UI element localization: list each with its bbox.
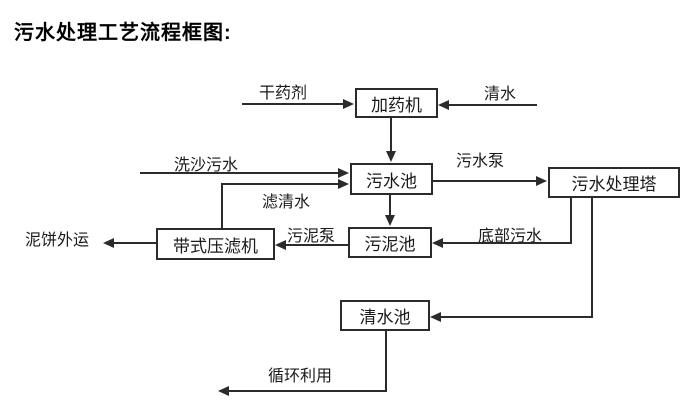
- node-clear-water-pool: 清水池: [340, 300, 430, 331]
- arrowhead-recycle-out: [218, 386, 229, 396]
- label-filtered-water: 滤清水: [261, 194, 311, 211]
- connector-bottom-sewage-vertical: [570, 198, 572, 244]
- node-sewage-pool-label: 污水池: [366, 171, 417, 191]
- arrowhead-into-sewage-pool-top: [386, 151, 396, 162]
- arrowhead-mud-cake-out: [103, 238, 114, 248]
- connector-dosing-to-sewage-line: [390, 118, 392, 153]
- node-belt-filter-press: 带式压滤机: [156, 228, 275, 260]
- label-sand-washing-sewage: 洗沙污水: [173, 157, 239, 174]
- label-sludge-pump: 污泥泵: [286, 228, 336, 245]
- connector-filtered-water-vertical: [221, 184, 223, 228]
- connector-tower-to-clear-pool-vertical: [591, 198, 593, 318]
- node-sludge-pool-label: 污泥池: [364, 235, 416, 254]
- node-sewage-pool: 污水池: [350, 163, 433, 195]
- arrowhead-filtered-water-into-sewage-pool: [338, 179, 349, 189]
- connector-sand-washing-line: [140, 172, 340, 174]
- arrowhead-into-sludge-pool-top: [385, 215, 395, 226]
- connector-sewage-to-sludge-line: [389, 195, 391, 217]
- arrowhead-sand-washing-into-sewage-pool: [338, 168, 349, 178]
- label-clear-water: 清水: [483, 86, 517, 103]
- label-mud-cake-out: 泥饼外运: [24, 232, 90, 249]
- node-belt-filter-press-label: 带式压滤机: [173, 236, 258, 256]
- node-dosing-machine-label: 加药机: [371, 95, 422, 115]
- connector-filtered-water-horizontal: [221, 183, 340, 185]
- connector-bottom-sewage-horizontal: [442, 242, 572, 244]
- label-sewage-pump: 污水泵: [455, 153, 505, 170]
- page-title: 污水处理工艺流程框图:: [14, 22, 232, 44]
- connector-dry-agent-line: [242, 103, 345, 105]
- connector-mud-cake-line: [113, 242, 156, 244]
- label-bottom-sewage: 底部污水: [477, 228, 543, 245]
- connector-sewage-pump-line: [433, 180, 538, 182]
- label-dry-agent: 干药剂: [258, 85, 308, 102]
- arrowhead-into-clear-water-pool: [430, 312, 441, 322]
- connector-recycle-vertical: [385, 331, 387, 391]
- node-sludge-pool: 污泥池: [348, 227, 432, 258]
- label-recycle: 循环利用: [267, 368, 333, 385]
- node-treatment-tower: 污水处理塔: [548, 167, 680, 198]
- connector-clear-water-line: [448, 104, 537, 106]
- node-dosing-machine: 加药机: [355, 88, 438, 118]
- arrowhead-dry-agent-into-dosing-machine: [343, 99, 354, 109]
- node-clear-water-pool-label: 清水池: [359, 308, 411, 327]
- arrowhead-into-belt-filter-press: [275, 240, 286, 250]
- arrowhead-clear-water-into-dosing-machine: [438, 100, 449, 110]
- connector-recycle-horizontal: [228, 390, 387, 392]
- connector-tower-to-clear-pool-horizontal: [440, 316, 593, 318]
- node-treatment-tower-label: 污水处理塔: [571, 175, 657, 194]
- arrowhead-into-treatment-tower: [536, 176, 547, 186]
- arrowhead-bottom-sewage-into-sludge-pool: [432, 238, 443, 248]
- connector-sludge-pump-line: [285, 244, 348, 246]
